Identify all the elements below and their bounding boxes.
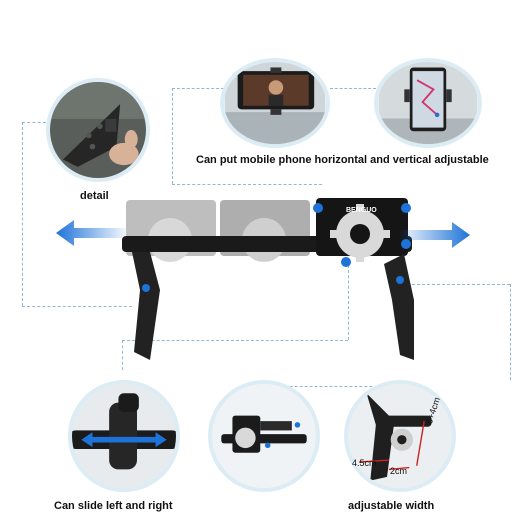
brand-label: BENGUO: [346, 207, 377, 214]
connector-line: [412, 284, 510, 285]
side-view-photo: [208, 380, 320, 492]
horizontal-phone-photo: [220, 58, 330, 148]
phone-adjust-caption: Can put mobile phone horizontal and vert…: [196, 154, 489, 166]
connector-line: [510, 284, 511, 380]
arrow-left-icon: [56, 220, 126, 246]
vertical-phone-illustration: [378, 62, 478, 144]
side-view-illustration: [212, 384, 316, 488]
detail-illustration: [50, 82, 146, 178]
slide-caption: Can slide left and right: [54, 500, 173, 512]
width-illustration: [348, 384, 452, 488]
arrow-bidirectional-icon: [81, 432, 167, 448]
connector-line: [22, 122, 23, 306]
connector-line: [122, 340, 123, 370]
horizontal-phone-illustration: [224, 62, 326, 144]
connector-line: [172, 88, 224, 89]
measurement-label-2: 2cm: [390, 466, 408, 476]
connector-line: [172, 184, 322, 185]
connector-line: [122, 340, 348, 341]
vertical-phone-photo: [374, 58, 482, 148]
slide-photo: [68, 380, 180, 492]
product-main-illustration: BENGUO: [122, 198, 414, 360]
ghost-holder-middle: [220, 200, 310, 262]
slide-illustration: [72, 384, 176, 488]
detail-caption: detail: [80, 190, 109, 202]
connector-line: [22, 122, 46, 123]
arrow-right-icon: [400, 222, 470, 248]
connector-line: [22, 306, 132, 307]
connector-line: [348, 265, 349, 340]
width-caption: adjustable width: [348, 500, 435, 512]
connector-line: [330, 88, 376, 89]
connector-line: [240, 386, 412, 387]
measurement-label-1: 4.5cm: [352, 458, 377, 468]
connector-line: [172, 88, 173, 184]
detail-photo: [46, 78, 150, 182]
width-photo: [344, 380, 456, 492]
